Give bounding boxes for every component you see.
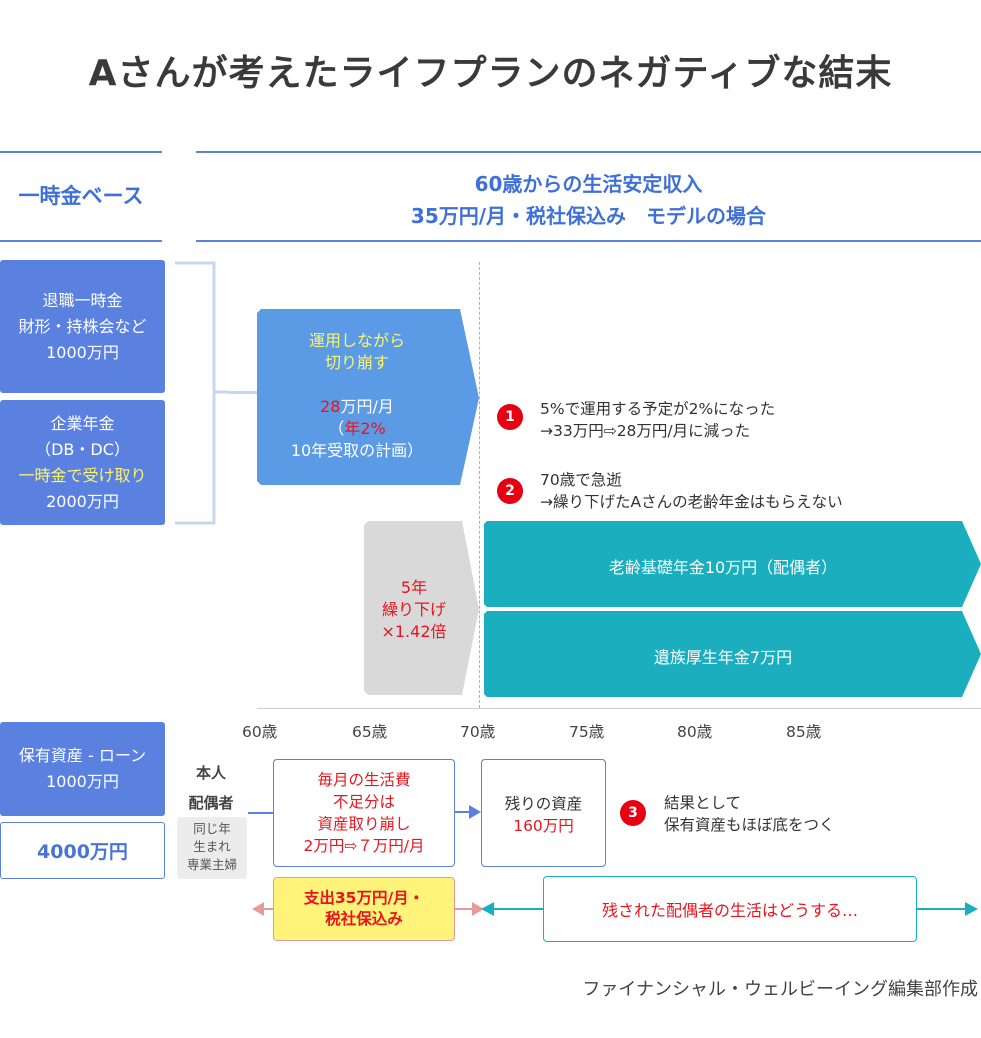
run-arrow-shape: [257, 309, 479, 485]
age-tick-75: 75歳: [569, 723, 605, 741]
age70-guide-line: [479, 262, 480, 708]
header-right-line2: 35万円/月・税社保込み モデルの場合: [410, 204, 767, 228]
header-left-label: 一時金ベース: [18, 184, 144, 208]
assets-box: 保有資産 - ローン 1000万円: [0, 722, 165, 816]
header-rule-right-top: [196, 151, 981, 153]
note2-line1: 70歳で急逝: [540, 471, 622, 489]
run-line1: 運用しながら: [308, 331, 405, 350]
bracket-connector: [175, 261, 230, 525]
self-connector-line: [248, 812, 274, 814]
age-tick-80: 80歳: [677, 723, 713, 741]
header-rule-left-bottom: [0, 240, 162, 242]
age-tick-70: 70歳: [460, 723, 496, 741]
note2-text: 70歳で急逝 →繰り下げたAさんの老齢年金はもらえない: [540, 469, 843, 513]
pension-line2: （DB・DC）: [35, 439, 130, 459]
run-line3: 28万円/月: [320, 396, 394, 418]
header-rule-left-top: [0, 151, 162, 153]
age-tick-65: 65歳: [352, 723, 388, 741]
defer-line2: 繰り下げ: [381, 600, 446, 619]
run-line5: 10年受取の計画）: [290, 441, 424, 460]
defer-line1: 5年: [400, 578, 428, 597]
note1-text: 5%で運用する予定が2%になった →33万円⇨28万円/月に減った: [540, 398, 775, 442]
remaining-assets-box: 残りの資産 160万円: [481, 759, 606, 867]
arrow-to-remaining: [455, 805, 481, 819]
note1-line2: →33万円⇨28万円/月に減った: [540, 422, 751, 440]
pension-line3: 一時金で受け取り: [18, 465, 147, 485]
pension-line4: 2000万円: [46, 491, 119, 511]
expense-line1: 支出35万円/月・: [303, 889, 425, 907]
run-paren: （: [328, 419, 345, 438]
run-unit: 万円/月: [340, 397, 394, 416]
teal-arrows-shape: [484, 521, 981, 697]
remaining-line2: 160万円: [513, 817, 574, 835]
spouse-desc3: 専業主婦: [186, 857, 237, 872]
remaining-line1: 残りの資産: [504, 795, 583, 813]
timeline-axis: [257, 708, 981, 709]
run-rate: 年2%: [344, 419, 386, 438]
basic-pension-label: 老齢基礎年金10万円（配偶者）: [608, 558, 838, 577]
expense-box: 支出35万円/月・ 税社保込み: [273, 877, 455, 941]
monthly-line3: 資産取り崩し: [317, 815, 411, 833]
retire-line3: 1000万円: [46, 342, 119, 362]
retire-line1: 退職一時金: [42, 290, 123, 310]
note3-text: 結果として 保有資産もほぼ底をつく: [664, 792, 835, 836]
spouse-desc1: 同じ年: [193, 821, 231, 836]
run-line4: （年2%: [328, 418, 385, 440]
spouse-label: 配偶者: [188, 794, 234, 812]
monthly-line4: 2万円⇨７万円/月: [303, 837, 425, 855]
retirement-lump-sum-box: 退職一時金 財形・持株会など 1000万円: [0, 260, 165, 393]
retire-line2: 財形・持株会など: [18, 316, 147, 336]
header-right-label: 60歳からの生活安定収入 35万円/月・税社保込み モデルの場合: [196, 168, 981, 232]
page-title: Aさんが考えたライフプランのネガティブな結末: [88, 53, 893, 94]
note1-line1: 5%で運用する予定が2%になった: [540, 400, 776, 418]
total-assets-box: 4000万円: [0, 822, 165, 879]
spouse-question-box: 残された配偶者の生活はどうする…: [543, 876, 917, 942]
bracket-stub: [228, 391, 258, 394]
assets-line2: 1000万円: [46, 772, 119, 791]
note3-line2: 保有資産もほぼ底をつく: [664, 816, 835, 834]
defer-line3: ×1.42倍: [381, 622, 447, 641]
note2-line2: →繰り下げたAさんの老齢年金はもらえない: [540, 493, 843, 511]
corporate-pension-box: 企業年金 （DB・DC） 一時金で受け取り 2000万円: [0, 400, 165, 525]
self-label: 本人: [195, 764, 226, 782]
expense-line2: 税社保込み: [325, 910, 403, 928]
note2-badge: 2: [497, 478, 523, 504]
defer-arrow-shape: [364, 521, 479, 695]
assets-line1: 保有資産 - ローン: [18, 746, 147, 765]
run-line2: 切り崩す: [324, 353, 389, 372]
run-amount: 28: [320, 397, 341, 416]
monthly-shortfall-box: 毎月の生活費 不足分は 資産取り崩し 2万円⇨７万円/月: [273, 759, 455, 867]
header-rule-right-bottom: [196, 240, 981, 242]
note3-badge: 3: [620, 800, 646, 826]
pension-line1: 企業年金: [50, 413, 115, 433]
defer-arrow-text: 5年 繰り下げ ×1.42倍: [364, 577, 464, 643]
survivor-pension-label: 遺族厚生年金7万円: [653, 648, 793, 667]
credit-text: ファイナンシャル・ウェルビーイング編集部作成: [582, 979, 978, 1000]
monthly-line1: 毎月の生活費: [317, 771, 411, 789]
header-right-line1: 60歳からの生活安定収入: [474, 172, 703, 196]
note3-line1: 結果として: [664, 794, 742, 812]
run-arrow-text: 運用しながら 切り崩す 28万円/月 （年2% 10年受取の計画）: [257, 330, 457, 462]
spouse-description: 同じ年 生まれ 専業主婦: [177, 817, 247, 879]
age-tick-60: 60歳: [242, 723, 278, 741]
note1-badge: 1: [497, 404, 523, 430]
spouse-desc2: 生まれ: [193, 839, 231, 854]
age-tick-85: 85歳: [786, 723, 822, 741]
monthly-line2: 不足分は: [332, 793, 395, 811]
